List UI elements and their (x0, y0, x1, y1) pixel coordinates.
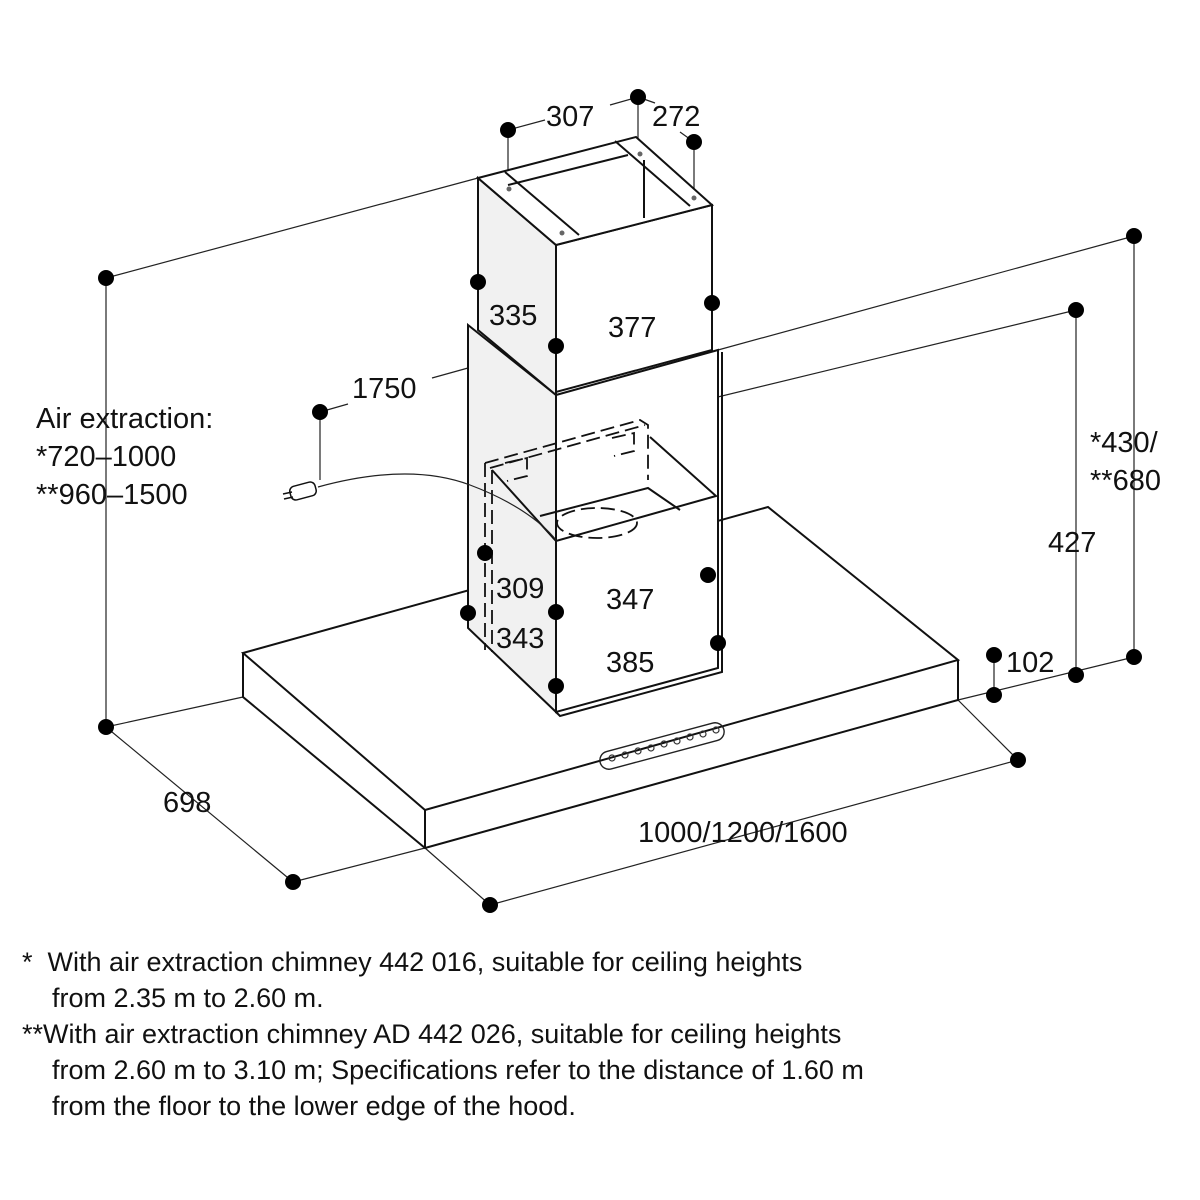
air-extraction-range-1: *720–1000 (36, 441, 176, 473)
dimension-labels: 307 272 335 377 1750 309 347 343 385 698… (36, 101, 1161, 849)
dim-335: 335 (489, 300, 537, 332)
dim-343: 343 (496, 623, 544, 655)
footnote-1-line-2: from 2.35 m to 2.60 m. (22, 983, 324, 1013)
footnote-2-line-1: **With air extraction chimney AD 442 026… (22, 1019, 842, 1049)
dim-427: 427 (1048, 527, 1096, 559)
dim-hood-width: 1000/1200/1600 (638, 817, 848, 849)
upper-chimney (475, 135, 715, 398)
dim-377: 377 (608, 312, 656, 344)
footnote-1-line-1: * With air extraction chimney 442 016, s… (22, 947, 803, 977)
air-extraction-range-2: **960–1500 (36, 479, 188, 511)
dimension-dots (98, 89, 1142, 913)
hood-dimension-drawing: 307 272 335 377 1750 309 347 343 385 698… (36, 89, 1161, 913)
dim-680: **680 (1090, 465, 1161, 497)
power-cable (282, 473, 557, 541)
dim-307: 307 (546, 101, 594, 133)
dim-102: 102 (1006, 647, 1054, 679)
footnote-2-line-3: from the floor to the lower edge of the … (22, 1091, 576, 1121)
air-extraction-title: Air extraction: (36, 403, 213, 435)
dim-698: 698 (163, 787, 211, 819)
lower-chimney (467, 322, 723, 718)
dim-1750: 1750 (352, 373, 417, 405)
control-panel (599, 722, 725, 770)
footnote-2-line-2: from 2.60 m to 3.10 m; Specifications re… (22, 1055, 864, 1085)
dim-309: 309 (496, 573, 544, 605)
dim-430: *430/ (1090, 427, 1159, 459)
dim-347: 347 (606, 584, 654, 616)
plug-icon (289, 481, 317, 501)
dim-272: 272 (652, 101, 700, 133)
dim-385: 385 (606, 647, 654, 679)
